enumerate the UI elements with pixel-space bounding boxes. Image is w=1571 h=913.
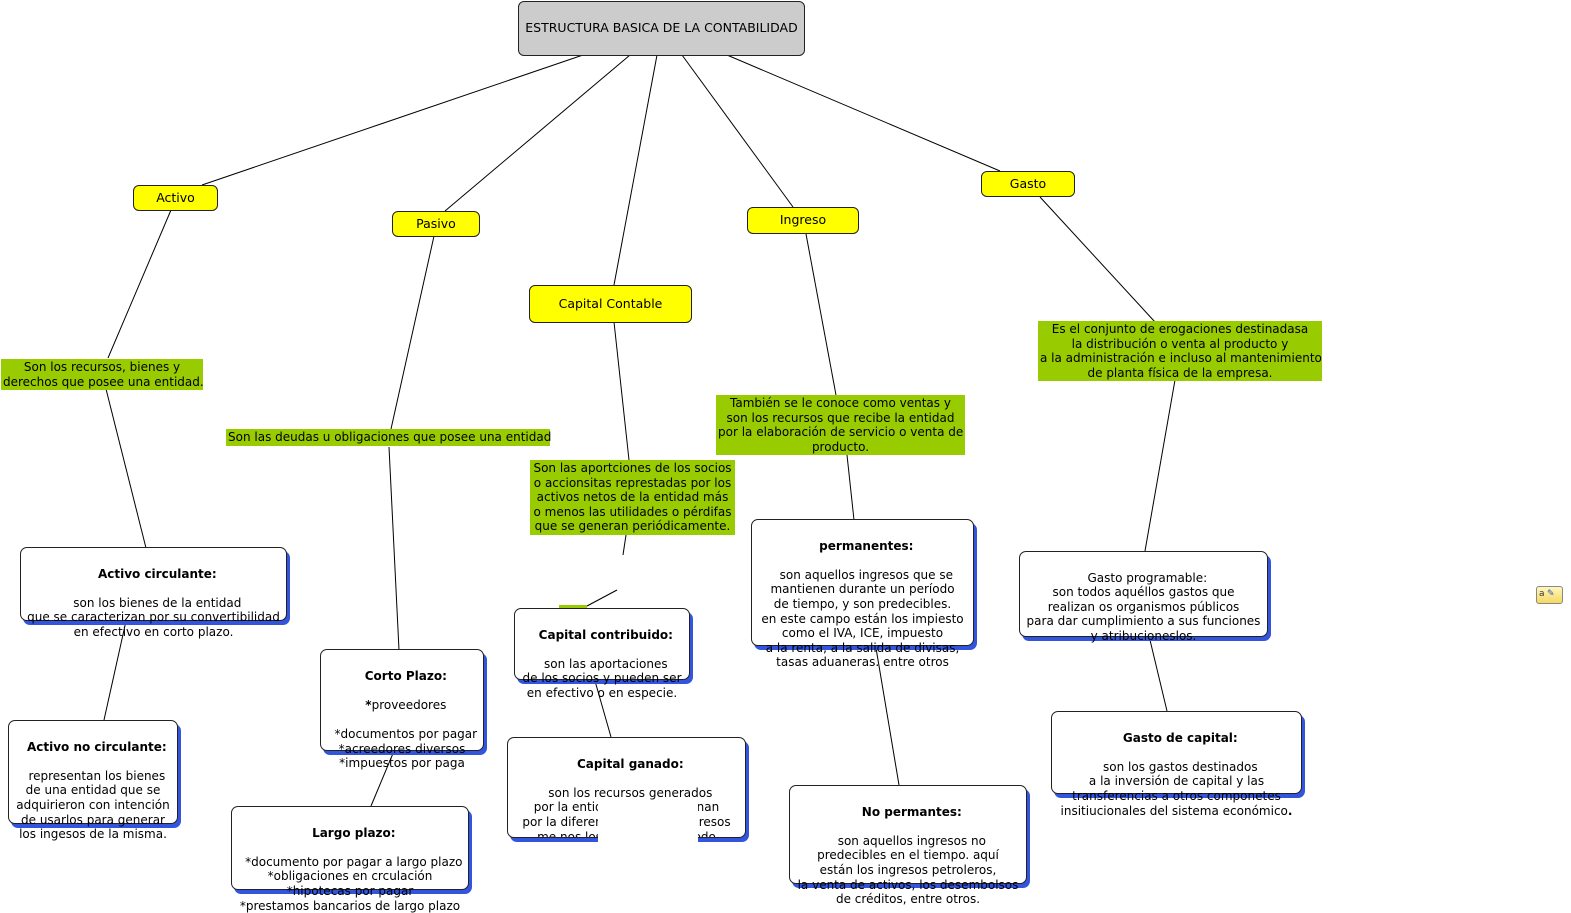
root-title: ESTRUCTURA BASICA DE LA CONTABILIDAD — [525, 20, 798, 36]
definition-fragment — [559, 605, 587, 609]
link-contrib-ganado — [594, 680, 612, 738]
box-ingresos-permanentes[interactable]: permanentes: son aquellos ingresos que s… — [751, 519, 974, 669]
definition-activo[interactable]: Son los recursos, bienes y derechos que … — [1, 359, 204, 391]
definition-ingreso[interactable]: También se le conoce como ventas y son l… — [716, 395, 965, 456]
box-gasto-capital[interactable]: Gasto de capital: son los gastos destina… — [1051, 711, 1302, 818]
link-pasivo-def — [390, 235, 435, 430]
link-capitaldef-contrib — [622, 534, 627, 556]
box-no-permanentes-body: son aquellos ingresos no predecibles en … — [797, 833, 1019, 907]
category-capital-contable[interactable]: Capital Contable — [529, 285, 692, 323]
box-largo-plazo[interactable]: Largo plazo: *documento por pagar a larg… — [231, 806, 469, 913]
box-activo-circulante-body: son los bienes de la entidad que se cara… — [27, 595, 280, 639]
box-activo-no-circulante[interactable]: Activo no circulante: representan los bi… — [8, 720, 178, 841]
box-activo-no-circulante-body: representan los bienes de una entidad qu… — [16, 768, 170, 842]
category-gasto[interactable]: Gasto — [981, 171, 1075, 197]
category-gasto-label: Gasto — [1009, 175, 1047, 191]
link-prog-capital — [1149, 639, 1168, 712]
category-ingreso[interactable]: Ingreso — [747, 207, 859, 234]
definition-capital[interactable]: Son las aportciones de los socios o acci… — [530, 460, 735, 535]
box-corto-plazo-bullet: * — [365, 697, 372, 712]
box-corto-plazo-title: Corto Plazo: — [364, 668, 447, 683]
link-root-activo — [201, 54, 584, 186]
box-gasto-capital-title: Gasto de capital: — [1122, 730, 1238, 745]
box-corto-plazo-first: proveedores — [371, 697, 447, 712]
link-root-ingreso — [681, 54, 794, 208]
box-capital-contribuido[interactable]: Capital contribuido: son las aportacione… — [514, 608, 690, 700]
box-ingresos-no-permanentes[interactable]: No permantes: son aquellos ingresos no p… — [789, 785, 1027, 906]
box-capital-ganado-title: Capital ganado: — [576, 756, 684, 771]
box-largo-plazo-title: Largo plazo: — [312, 825, 396, 840]
box-activo-no-circulante-title: Activo no circulante: — [26, 739, 167, 754]
category-activo[interactable]: Activo — [133, 185, 218, 211]
link-gasto-def — [1039, 196, 1156, 323]
box-capital-contribuido-title: Capital contribuido: — [538, 627, 673, 642]
pencil-icon: ✎ — [1547, 589, 1555, 599]
category-capital-label: Capital Contable — [558, 295, 663, 311]
box-corto-plazo[interactable]: Corto Plazo: *proveedores *documentos po… — [320, 649, 484, 770]
link-corto-largo — [370, 750, 395, 807]
box-activo-circulante-title: Activo circulante: — [97, 566, 217, 581]
definition-pasivo[interactable]: Son las deudas u obligaciones que posee … — [226, 429, 552, 446]
category-ingreso-label: Ingreso — [779, 212, 827, 228]
box-corto-plazo-body: *documentos por pagar *acreedores divers… — [334, 726, 478, 771]
link-ingresodef-perm — [846, 454, 855, 521]
box-gasto-capital-tail: . — [1287, 803, 1293, 818]
link-activo-def — [107, 209, 172, 359]
link-pasivodef-corto — [388, 446, 400, 651]
link-root-pasivo — [444, 54, 631, 212]
definition-gasto[interactable]: Es el conjunto de erogaciones destinadas… — [1038, 321, 1322, 382]
note-icon-glyph-a: a — [1539, 589, 1545, 599]
box-gasto-programable[interactable]: Gasto programable: son todos aquéllos ga… — [1019, 551, 1268, 643]
box-no-permanentes-title: No permantes: — [861, 804, 962, 819]
link-circ-nocirc — [103, 620, 127, 721]
category-pasivo[interactable]: Pasivo — [392, 211, 480, 237]
box-permanentes-body: son aquellos ingresos que se mantienen d… — [761, 567, 964, 670]
link-capital-def — [613, 321, 630, 461]
link-root-capital — [613, 54, 658, 286]
category-activo-label: Activo — [156, 189, 195, 205]
box-permanentes-title: permanentes: — [819, 538, 914, 553]
box-gasto-programable-body: Gasto programable: son todos aquéllos ga… — [1026, 570, 1261, 643]
box-activo-circulante[interactable]: Activo circulante: son los bienes de la … — [20, 547, 287, 639]
overlay-mask — [598, 800, 698, 845]
category-pasivo-label: Pasivo — [416, 215, 456, 231]
box-gasto-capital-body: son los gastos destinados a la inversión… — [1060, 759, 1288, 818]
link-capitaldef-contrib-2 — [586, 589, 618, 607]
box-capital-contribuido-body: son las aportaciones de los socios y pue… — [522, 656, 682, 700]
note-icon[interactable]: a ✎ — [1536, 586, 1563, 604]
link-ingreso-def — [805, 233, 837, 396]
root-title-node[interactable]: ESTRUCTURA BASICA DE LA CONTABILIDAD — [518, 1, 805, 56]
link-activodef-circ — [105, 388, 147, 549]
link-gastodef-prog — [1144, 379, 1176, 552]
link-root-gasto — [726, 54, 1001, 172]
box-largo-plazo-body: *documento por pagar a largo plazo *obli… — [239, 854, 463, 913]
link-perm-noperm — [875, 647, 900, 786]
